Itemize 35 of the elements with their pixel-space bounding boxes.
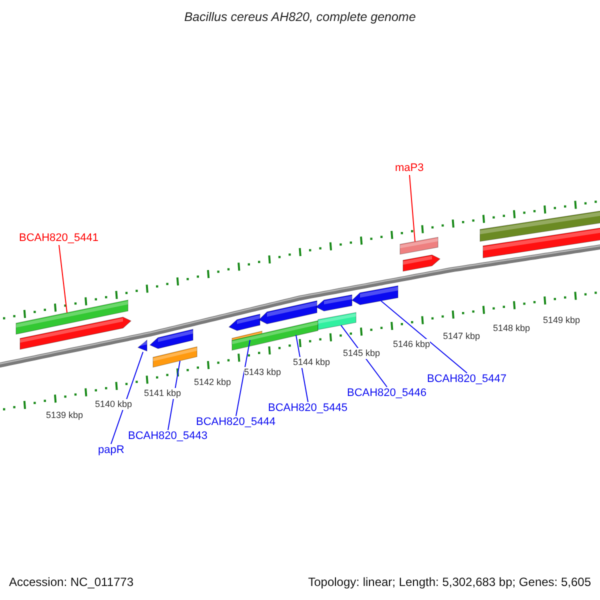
gene-label: BCAH820_5446 bbox=[347, 387, 427, 400]
diagram-title: Bacillus cereus AH820, complete genome bbox=[184, 10, 416, 24]
scale-tick-label: 5139 kbp bbox=[46, 410, 84, 421]
gene-feature bbox=[137, 339, 148, 352]
scale-tick-label: 5148 kbp bbox=[493, 323, 530, 334]
leader-line bbox=[236, 340, 250, 416]
genome-info-text: Topology: linear; Length: 5,302,683 bp; Genes: 5,605 bbox=[308, 575, 591, 590]
gene-feature bbox=[315, 294, 356, 330]
scale-tick-label: 5144 kbp bbox=[293, 357, 330, 368]
gene-label: BCAH820_5444 bbox=[196, 416, 276, 429]
leader-line bbox=[409, 174, 416, 242]
genome-info-text: Accession: NC_011773 bbox=[9, 575, 134, 590]
gene-label: papR bbox=[98, 444, 124, 457]
gene-label: maP3 bbox=[395, 162, 424, 175]
scale-tick-label: 5145 kbp bbox=[343, 348, 380, 359]
leader-line bbox=[58, 244, 68, 314]
gene-feature bbox=[149, 328, 198, 368]
gene-feature bbox=[232, 300, 318, 351]
gene-label: BCAH820_5447 bbox=[427, 373, 507, 386]
leader-line bbox=[380, 300, 468, 374]
gene-label: BCAH820_5441 bbox=[19, 232, 99, 245]
gene-label: BCAH820_5443 bbox=[128, 430, 208, 443]
leader-line bbox=[110, 351, 144, 444]
scale-tick-label: 5147 kbp bbox=[443, 331, 480, 342]
gene-feature bbox=[16, 300, 132, 350]
scale-tick-label: 5143 kbp bbox=[244, 367, 282, 378]
scale-tick-label: 5146 kbp bbox=[393, 339, 430, 350]
scale-tick-label: 5142 kbp bbox=[194, 377, 232, 388]
scale-tick-label: 5140 kbp bbox=[95, 399, 132, 410]
leader-line bbox=[168, 360, 180, 430]
gene-feature bbox=[352, 285, 398, 306]
scale-tick-label: 5141 kbp bbox=[144, 388, 182, 399]
gene-label: BCAH820_5445 bbox=[268, 402, 348, 415]
gene-feature bbox=[400, 236, 441, 272]
scale-tick-label: 5149 kbp bbox=[543, 315, 580, 326]
